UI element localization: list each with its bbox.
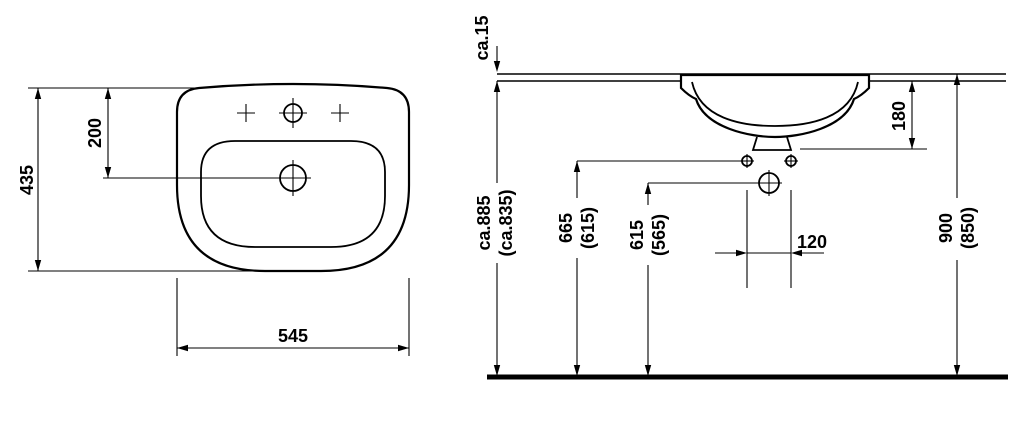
dim-width-label: 545	[278, 326, 308, 346]
arrowhead	[493, 365, 501, 376]
arrowhead	[644, 365, 652, 376]
arrowhead	[104, 167, 112, 178]
dim-bowl-offset-label: 200	[85, 118, 105, 148]
arrowhead	[908, 138, 916, 149]
dim-bowl-depth-label: 180	[889, 101, 909, 131]
arrowhead	[953, 74, 961, 85]
tap-hole-center	[279, 98, 307, 128]
arrowhead	[573, 365, 581, 376]
arrowhead	[953, 365, 961, 376]
basin-side-profile	[679, 73, 871, 139]
arrowhead	[493, 61, 501, 72]
arrowhead	[104, 88, 112, 99]
front-dimensions: 435 200 545	[17, 87, 410, 356]
side-view: ca.15 ca.885 (ca.835) 665 (615) 615 (565…	[472, 15, 1008, 380]
dim-outlet-height-label: 615	[627, 220, 647, 250]
dim-supply-height-label: 665	[556, 213, 576, 243]
dim-supply-height-alt-label: (615)	[578, 207, 598, 249]
dim-rim-height-alt-label: (850)	[958, 207, 978, 249]
arrowhead	[644, 183, 652, 194]
arrowhead	[34, 88, 42, 99]
dim-fixing-spacing-label: 120	[797, 232, 827, 252]
arrowhead	[573, 161, 581, 172]
tap-hole-left	[237, 104, 255, 122]
dim-outlet-height-alt-label: (565)	[649, 214, 669, 256]
basin-inner-rim	[200, 140, 386, 248]
tap-hole-right	[331, 104, 349, 122]
dim-height-to-rim-label: ca.885	[474, 195, 494, 250]
fixing-hole-left	[740, 154, 754, 168]
arrowhead	[736, 249, 747, 257]
dim-height-to-rim-alt-label: (ca.835)	[496, 189, 516, 256]
dim-rim-overhang-label: ca.15	[472, 15, 492, 60]
arrowhead	[493, 81, 501, 92]
fixing-hole-right	[784, 154, 798, 168]
arrowhead	[908, 81, 916, 92]
front-view: 435 200 545	[17, 82, 411, 356]
arrowhead	[177, 344, 188, 352]
basin-bowl-inner	[691, 81, 859, 127]
arrowhead	[398, 344, 409, 352]
arrowhead	[34, 260, 42, 271]
drain-flange	[751, 136, 793, 151]
drain-outlet	[756, 170, 782, 196]
dim-rim-height-label: 900	[936, 213, 956, 243]
side-dimensions: ca.15 ca.885 (ca.835) 665 (615) 615 (565…	[472, 15, 978, 376]
dim-depth-label: 435	[17, 165, 37, 195]
arrowhead	[791, 249, 802, 257]
